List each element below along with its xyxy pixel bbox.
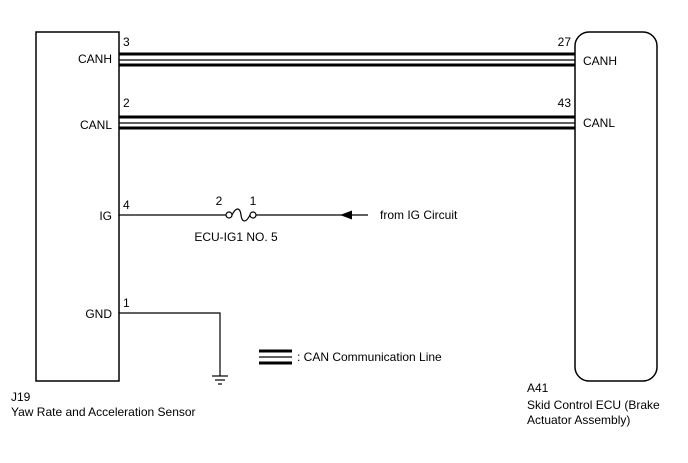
right-pin-canl-number: 43 — [558, 96, 572, 110]
fuse-pin-left: 2 — [216, 194, 223, 208]
canh-can-line — [119, 52, 575, 67]
fuse-name: ECU-IG1 NO. 5 — [194, 230, 278, 244]
left-component-name: Yaw Rate and Acceleration Sensor — [11, 405, 196, 419]
canl-can-line — [119, 115, 575, 130]
left-pin-canh-number: 3 — [123, 35, 130, 49]
right-component-name-line2: Actuator Assembly) — [527, 413, 630, 427]
ig-source-label: from IG Circuit — [380, 208, 458, 222]
ig-wire — [119, 208, 368, 222]
fuse-pin-right: 1 — [250, 194, 257, 208]
gnd-wire — [119, 312, 221, 376]
fuse-icon — [231, 208, 251, 222]
left-pin-canh-label: CANH — [78, 52, 112, 66]
left-pin-gnd-label: GND — [85, 307, 112, 321]
left-pin-ig-number: 4 — [123, 198, 130, 212]
left-pin-ig-label: IG — [99, 209, 112, 223]
right-component-name-line1: Skid Control ECU (Brake — [527, 398, 660, 412]
legend-text: : CAN Communication Line — [297, 350, 442, 364]
right-pin-canh-label: CANH — [583, 54, 617, 68]
right-pin-canh-number: 27 — [558, 35, 572, 49]
arrow-left-icon — [340, 210, 352, 220]
legend-can-line-icon — [259, 349, 292, 365]
right-component-code: A41 — [527, 381, 549, 395]
left-pin-gnd-number: 1 — [123, 296, 130, 310]
left-component-box — [35, 31, 120, 382]
left-pin-canl-label: CANL — [80, 118, 112, 132]
ground-icon — [212, 375, 228, 385]
right-pin-canl-label: CANL — [583, 116, 615, 130]
left-component-code: J19 — [11, 390, 31, 404]
right-component-box — [574, 31, 658, 382]
left-pin-canl-number: 2 — [123, 96, 130, 110]
